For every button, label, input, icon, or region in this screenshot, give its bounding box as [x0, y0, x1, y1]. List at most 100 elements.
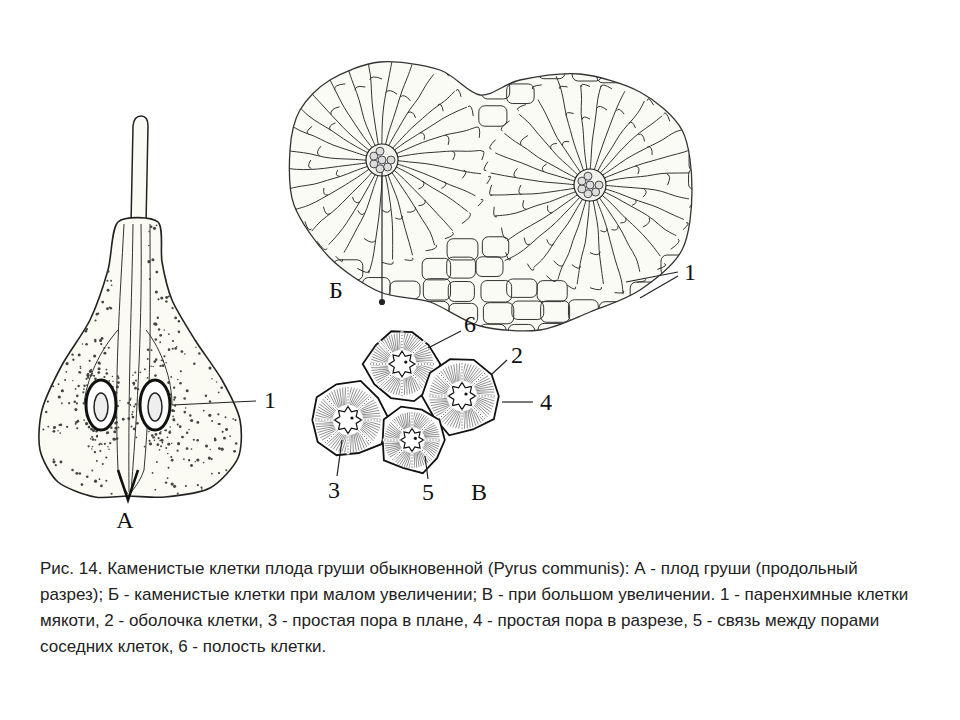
stone-cell-dot [131, 414, 133, 416]
wall-layer [456, 364, 458, 382]
pore-channel [379, 341, 393, 355]
stone-cell-dot [90, 438, 92, 440]
parenchyma-cell [597, 327, 626, 346]
pore-channel [358, 430, 373, 445]
stone-cell-dot [102, 463, 104, 465]
cross-wall [566, 113, 574, 116]
cross-wall [369, 57, 382, 60]
parenchyma-cell [538, 57, 565, 78]
stone-cell [586, 181, 594, 189]
stone-cell-dot [118, 427, 120, 429]
parenchyma-cell [632, 57, 659, 75]
wall-layer [476, 389, 494, 390]
cross-wall [357, 268, 369, 272]
cross-wall [336, 170, 339, 176]
pore-channel [428, 396, 449, 397]
stone-cell-dot [191, 448, 193, 450]
cross-wall [490, 140, 496, 150]
parenchyma-cell [568, 300, 598, 322]
stone-cell-dot [221, 448, 224, 451]
stone-cell-dot [160, 445, 162, 447]
stone-cell-dot [101, 443, 103, 445]
pore-channel [358, 430, 373, 445]
stone-cell-dot [83, 388, 85, 390]
stone-cell-dot [173, 410, 175, 412]
parenchyma-cell [301, 280, 329, 301]
stone-cell-dot [211, 378, 212, 379]
stone-cell-dot [99, 339, 102, 342]
cross-wall [691, 173, 694, 185]
pore-channel [438, 372, 453, 387]
cross-wall [667, 174, 670, 185]
stone-cell-dot [208, 414, 211, 417]
stone-cell-dot [92, 438, 95, 441]
wall-layer [316, 425, 334, 426]
stone-cell-dot [114, 438, 116, 440]
cross-wall [638, 134, 644, 141]
radial-wall [397, 127, 477, 154]
stone-cell-dot [200, 486, 202, 488]
stone-cell-dot [168, 348, 171, 351]
pore-channel [391, 448, 404, 461]
cross-wall [683, 223, 688, 230]
pore-channel [348, 386, 349, 407]
pore-channel [358, 396, 373, 411]
stone-cell-dot [75, 423, 77, 425]
parenchyma-cell [630, 282, 661, 304]
cross-wall [527, 264, 534, 271]
radial-wall [538, 100, 580, 173]
cross-wall [532, 85, 542, 90]
stone-cell-dot [101, 301, 104, 304]
radial-wall [312, 172, 372, 231]
cross-wall [671, 239, 679, 249]
stone-cell-dot [172, 418, 175, 421]
cross-wall [330, 123, 336, 130]
wall-layer [424, 432, 439, 435]
radial-wall [597, 200, 623, 295]
pore-channel [324, 396, 339, 411]
stone-cell-dot [59, 461, 62, 464]
wall-layer [423, 429, 438, 433]
cross-wall [307, 126, 312, 134]
pore-channel [324, 430, 339, 445]
parenchyma-cell [479, 106, 507, 126]
stone-cell-dot [159, 341, 161, 343]
cross-wall [352, 197, 359, 203]
radial-wall [602, 195, 660, 256]
parenchyma-cell [632, 301, 664, 321]
cross-wall [277, 160, 279, 169]
cross-wall [690, 199, 694, 208]
stone-cell-dot [95, 439, 97, 441]
leader-line [381, 172, 382, 300]
stone-cell-dot [186, 447, 189, 450]
pore-channel [472, 406, 487, 421]
cross-wall [664, 113, 670, 121]
stone-cell-dot [45, 411, 47, 413]
stone-cell-dot [184, 411, 187, 414]
parenchyma-cell [512, 301, 544, 319]
cross-wall [420, 133, 424, 140]
parenchyma-cell [657, 326, 685, 347]
pore-channel [347, 434, 350, 455]
stone-cell-dot [81, 483, 84, 486]
stone-cell-dot [193, 439, 195, 441]
wall-layer [424, 434, 439, 435]
pore-channel [461, 362, 464, 383]
pore-channel [412, 411, 413, 429]
cross-wall [567, 285, 576, 289]
wall-layer [464, 411, 466, 429]
stone-cell-dot [95, 319, 97, 321]
cross-wall [523, 200, 527, 209]
cross-wall [615, 290, 624, 293]
wall-layer [414, 352, 430, 356]
parenchyma-cell [541, 301, 570, 322]
cross-wall [386, 91, 397, 95]
wall-layer [372, 370, 389, 373]
radial-wall [389, 74, 434, 145]
stone-cell-dot [177, 379, 179, 381]
callout-number: 2 [511, 343, 523, 367]
pore-channel [438, 406, 453, 421]
stone-cell-dot [159, 334, 162, 337]
radial-wall [396, 167, 467, 212]
wall-layer [342, 388, 344, 406]
